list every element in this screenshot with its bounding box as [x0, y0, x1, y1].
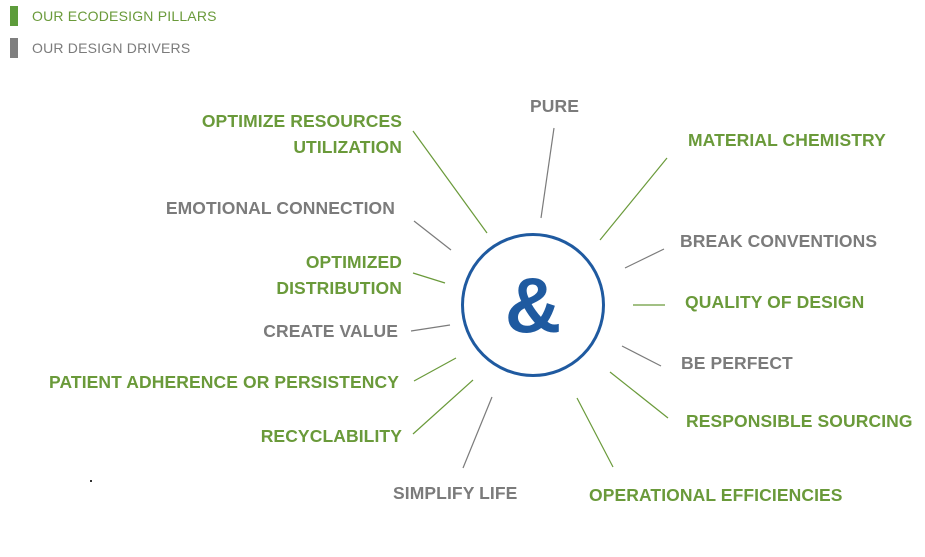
ray-break-conventions	[624, 248, 665, 269]
ray-optimized-distribution	[412, 272, 446, 284]
ray-recyclability	[412, 379, 474, 435]
ray-material-chemistry	[599, 157, 668, 241]
label-create-value: CREATE VALUE	[263, 321, 398, 341]
label-break-conventions: BREAK CONVENTIONS	[680, 231, 878, 251]
label-simplify-life: SIMPLIFY LIFE	[393, 483, 518, 503]
ray-emotional-connection	[413, 220, 452, 251]
label-be-perfect: BE PERFECT	[681, 353, 793, 373]
stray-mark	[90, 480, 92, 482]
label-responsible-sourcing: RESPONSIBLE SOURCING	[686, 411, 913, 431]
label-optimize-resources-line2: UTILIZATION	[293, 137, 402, 157]
center-circle: &	[461, 233, 605, 377]
ray-pure	[540, 127, 555, 219]
legend-pillars-swatch	[10, 6, 18, 26]
label-emotional-connection: EMOTIONAL CONNECTION	[165, 198, 395, 218]
label-optimized-distribution-line1: OPTIMIZED	[305, 252, 402, 272]
label-optimize-resources-utilization: OPTIMIZE RESOURCES UTILIZATION	[190, 108, 402, 160]
ampersand-symbol: &	[504, 260, 562, 349]
legend-drivers-label: OUR DESIGN DRIVERS	[32, 40, 191, 56]
label-operational-efficiencies: OPERATIONAL EFFICIENCIES	[589, 485, 843, 505]
ray-be-perfect	[621, 345, 662, 367]
label-optimized-distribution-line2: DISTRIBUTION	[276, 278, 402, 298]
legend-drivers-swatch	[10, 38, 18, 58]
label-material-chemistry: MATERIAL CHEMISTRY	[688, 130, 886, 150]
label-optimized-distribution: OPTIMIZED DISTRIBUTION	[240, 249, 402, 301]
label-optimize-resources-line1: OPTIMIZE RESOURCES	[201, 111, 402, 131]
label-recyclability: RECYCLABILITY	[260, 426, 402, 446]
ray-simplify-life	[462, 396, 493, 469]
label-patient-adherence: PATIENT ADHERENCE OR PERSISTENCY	[49, 372, 399, 392]
legend-pillars-label: OUR ECODESIGN PILLARS	[32, 8, 217, 24]
label-quality-of-design: QUALITY OF DESIGN	[685, 292, 865, 312]
ray-create-value	[410, 324, 451, 332]
ray-responsible-sourcing	[609, 371, 669, 419]
label-pure: PURE	[530, 96, 580, 116]
ray-patient-adherence	[413, 357, 457, 382]
ray-optimize-resources	[412, 130, 488, 234]
ray-operational-efficiencies	[576, 397, 614, 468]
